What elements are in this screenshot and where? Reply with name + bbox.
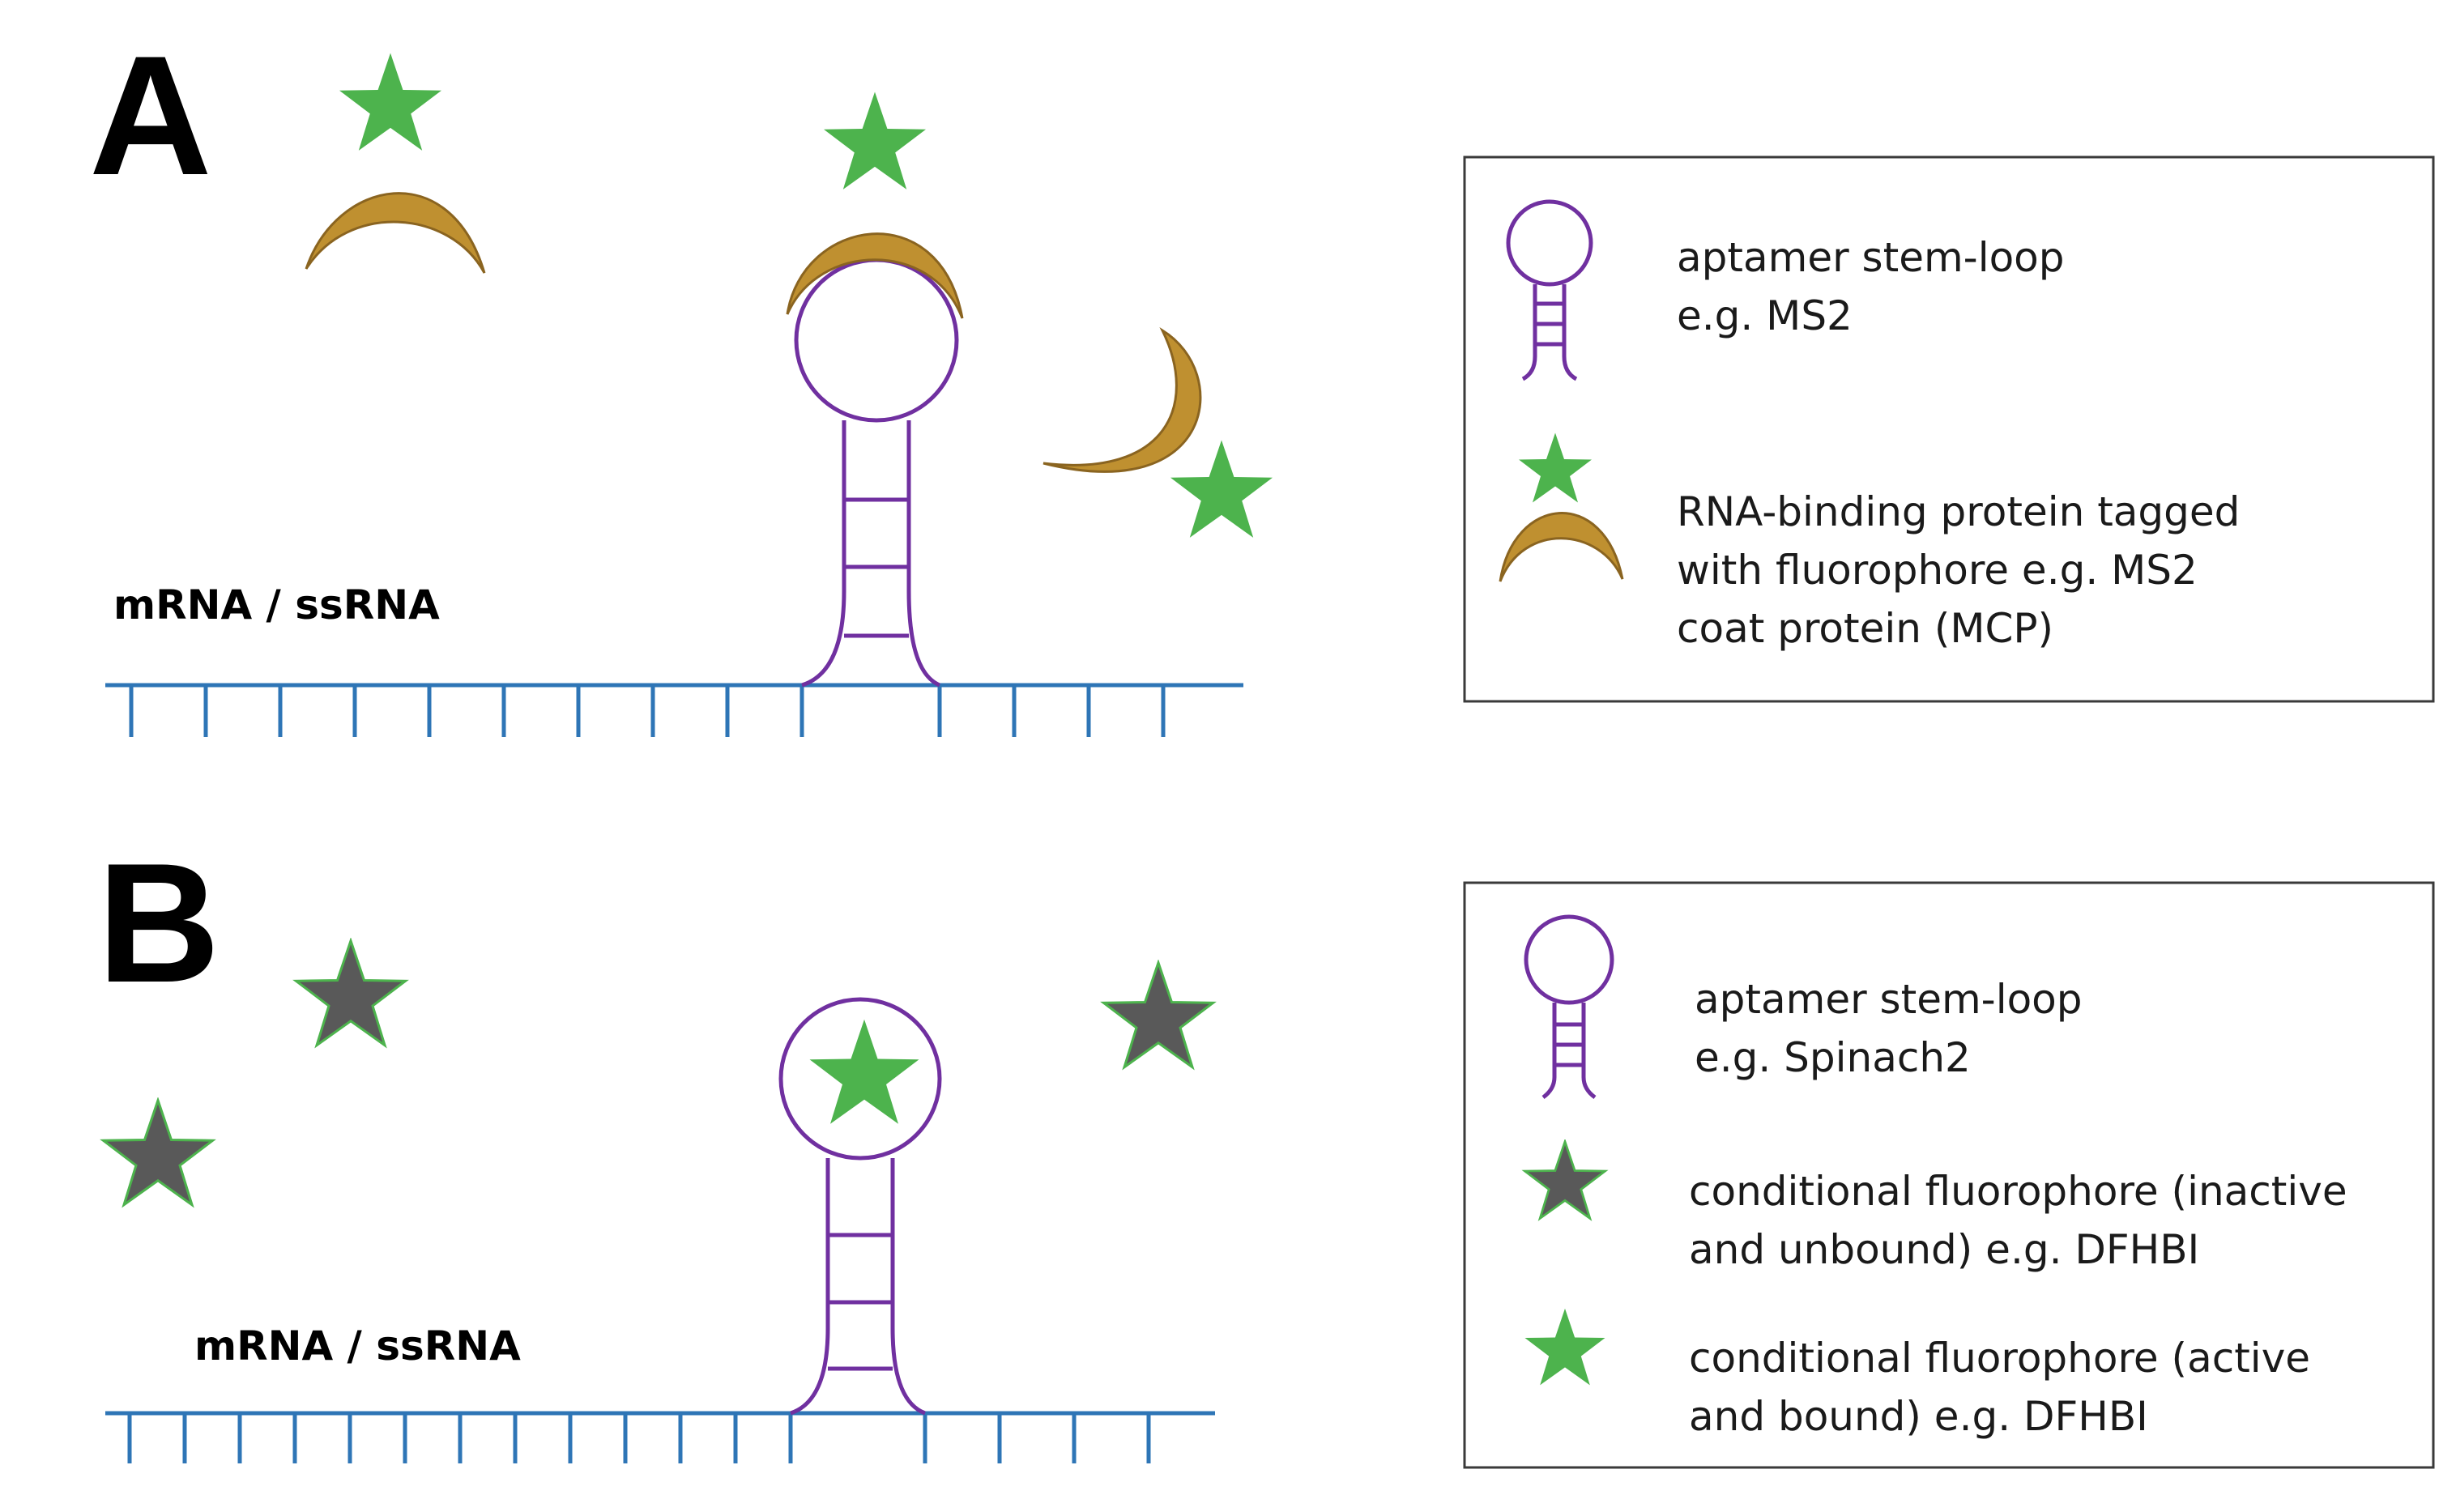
legend-line: and bound) e.g. DFHBI [1689,1393,2148,1440]
active-fluorophore-icon [1524,1308,1605,1386]
aptamer-stem-loop-icon [1524,914,1614,1100]
legend-box-a [1463,155,2435,703]
legend-box-b [1463,881,2435,1469]
legend-line: RNA-binding protein tagged [1677,488,2241,535]
legend-b-entry-inactive-fluorophore: conditional fluorophore (inactive and un… [1689,1162,2347,1279]
panel-b [102,881,2435,1469]
aptamer-stem-loop-a [794,258,959,688]
legend-a-entry-tagged-protein: RNA-binding protein tagged with fluoroph… [1677,483,2240,658]
aptamer-stem-loop-icon [1506,199,1593,381]
legend-line: aptamer stem-loop [1695,976,2083,1023]
inactive-fluorophore [1102,961,1214,1069]
legend-line: with fluorophore e.g. MS2 [1677,547,2198,594]
legend-a-entry-stem-loop: aptamer stem-loop e.g. MS2 [1677,228,2065,345]
bound-tagged-protein [786,92,964,319]
legend-line: coat protein (MCP) [1677,605,2054,652]
panel-label-b: B [97,828,220,1018]
legend-line: and unbound) e.g. DFHBI [1689,1226,2200,1273]
protein-crescent [305,192,486,274]
panel-label-a: A [89,20,212,211]
inactive-fluorophore [102,1099,214,1207]
legend-line: aptamer stem-loop [1677,234,2065,281]
free-tagged-protein-1 [305,53,486,274]
protein-crescent [786,232,964,319]
inactive-fluorophore [295,939,407,1047]
rna-backbone-a [105,683,1243,737]
inactive-fluorophore-icon [1524,1140,1606,1220]
protein-crescent [1043,327,1202,473]
legend-line: e.g. MS2 [1677,292,1853,339]
legend-line: conditional fluorophore (active [1689,1335,2311,1382]
rna-label-a: mRNA / ssRNA [113,581,440,628]
legend-b-entry-stem-loop: aptamer stem-loop e.g. Spinach2 [1695,970,2083,1087]
legend-line: conditional fluorophore (inactive [1689,1168,2347,1215]
panel-a [105,53,2435,737]
rna-backbone-b [105,1411,1215,1463]
legend-b-entry-active-fluorophore: conditional fluorophore (active and boun… [1689,1329,2310,1446]
free-tagged-protein-2 [1043,327,1273,538]
legend-line: e.g. Spinach2 [1695,1034,1971,1081]
rna-label-b: mRNA / ssRNA [194,1322,521,1369]
tagged-protein-icon [1499,432,1624,582]
